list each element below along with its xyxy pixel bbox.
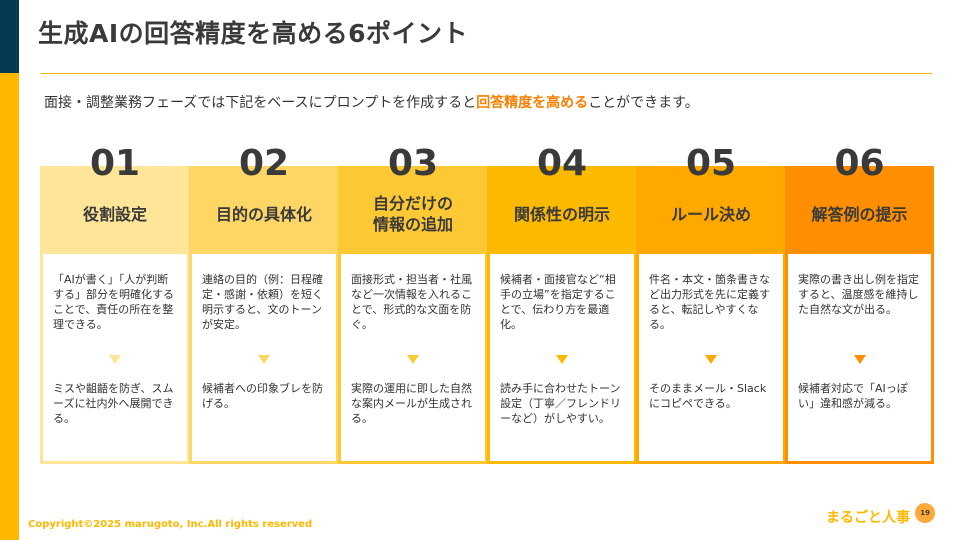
page-number-badge: 19 — [915, 503, 935, 523]
card-header: 自分だけの 情報の追加 — [338, 166, 488, 254]
card-header: 目的の具体化 — [189, 166, 339, 254]
card-description: 候補者・面接官など“相手の立場”を指定することで、伝わり方を最適化。 — [500, 273, 616, 331]
card-header: 役割設定 — [40, 166, 190, 254]
sidebar-accent-top — [0, 0, 19, 73]
card-title: ルール決め — [670, 204, 751, 224]
card-body: 件名・本文・箇条書きなど出力形式を先に定義すると、転記しやすくなる。 そのままメ… — [636, 254, 786, 464]
card-number: 03 — [387, 143, 439, 184]
point-card-06: 解答例の提示 06 実際の書き出し例を指定すると、温度感を維持した自然な文が出る… — [785, 144, 934, 464]
card-body: 候補者・面接官など“相手の立場”を指定することで、伝わり方を最適化。 読み手に合… — [487, 254, 637, 464]
card-title: 自分だけの 情報の追加 — [372, 194, 453, 234]
card-description: 連絡の目的（例：日程確定・感謝・依頼）を短く明示すると、文のトーンが安定。 — [202, 273, 323, 331]
card-header: 解答例の提示 — [785, 166, 934, 254]
card-header: 関係性の明示 — [487, 166, 637, 254]
card-result: 実際の運用に即した自然な案内メールが生成される。 — [351, 382, 472, 425]
card-description: 面接形式・担当者・社風など一次情報を入れることで、形式的な文面を防ぐ。 — [351, 273, 472, 331]
card-number: 01 — [89, 143, 141, 184]
arrow-down-icon — [556, 355, 568, 364]
card-title: 目的の具体化 — [215, 204, 312, 224]
card-description: 実際の書き出し例を指定すると、温度感を維持した自然な文が出る。 — [798, 273, 919, 316]
card-body: 連絡の目的（例：日程確定・感謝・依頼）を短く明示すると、文のトーンが安定。 候補… — [189, 254, 339, 464]
arrow-down-icon — [258, 355, 270, 364]
point-card-05: ルール決め 05 件名・本文・箇条書きなど出力形式を先に定義すると、転記しやすく… — [636, 144, 786, 464]
copyright-text: Copyright©2025 marugoto, Inc.All rights … — [28, 519, 313, 530]
card-number: 04 — [536, 143, 588, 184]
card-title: 関係性の明示 — [513, 204, 610, 224]
lead-text-after: ことができます。 — [588, 95, 699, 111]
title-divider — [41, 73, 932, 74]
point-card-01: 役割設定 01 「AIが書く」「人が判断する」部分を明確化することで、責任の所在… — [40, 144, 190, 464]
card-number: 05 — [685, 143, 737, 184]
card-result: 読み手に合わせたトーン設定（丁寧／フレンドリーなど）がしやすい。 — [500, 382, 621, 425]
point-card-04: 関係性の明示 04 候補者・面接官など“相手の立場”を指定することで、伝わり方を… — [487, 144, 637, 464]
card-result: ミスや齟齬を防ぎ、スムーズに社内外へ展開できる。 — [53, 382, 174, 425]
card-title: 解答例の提示 — [811, 204, 908, 224]
card-number: 06 — [834, 143, 885, 184]
brand-logo: まるごと人事 — [826, 510, 910, 526]
card-header: ルール決め — [636, 166, 786, 254]
arrow-down-icon — [853, 355, 866, 364]
lead-text-highlight: 回答精度を高める — [476, 95, 589, 111]
card-result: 候補者対応で「AIっぽい」違和感が減る。 — [798, 382, 908, 410]
lead-text: 面接・調整業務フェーズでは下記をベースにプロンプトを作成すると回答精度を高めるこ… — [44, 92, 699, 112]
arrow-down-icon — [109, 355, 121, 364]
card-title: 役割設定 — [82, 204, 147, 224]
point-card-02: 目的の具体化 02 連絡の目的（例：日程確定・感謝・依頼）を短く明示すると、文の… — [189, 144, 339, 464]
arrow-down-icon — [705, 355, 717, 364]
card-result: そのままメール・Slackにコピペできる。 — [649, 382, 767, 410]
points-grid: 役割設定 01 「AIが書く」「人が判断する」部分を明確化することで、責任の所在… — [40, 144, 934, 464]
card-description: 件名・本文・箇条書きなど出力形式を先に定義すると、転記しやすくなる。 — [649, 273, 770, 331]
card-result: 候補者への印象ブレを防げる。 — [202, 382, 323, 410]
page-title: 生成AIの回答精度を高める6ポイント — [38, 19, 469, 48]
card-body: 実際の書き出し例を指定すると、温度感を維持した自然な文が出る。 候補者対応で「A… — [785, 254, 934, 464]
card-number: 02 — [238, 143, 290, 184]
sidebar-accent-bottom — [0, 73, 19, 540]
card-description: 「AIが書く」「人が判断する」部分を明確化することで、責任の所在を整理できる。 — [53, 273, 174, 331]
point-card-03: 自分だけの 情報の追加 03 面接形式・担当者・社風など一次情報を入れることで、… — [338, 144, 488, 464]
arrow-down-icon — [407, 355, 419, 364]
card-body: 「AIが書く」「人が判断する」部分を明確化することで、責任の所在を整理できる。 … — [40, 254, 190, 464]
lead-text-before: 面接・調整業務フェーズでは下記をベースにプロンプトを作成すると — [44, 95, 477, 111]
card-body: 面接形式・担当者・社風など一次情報を入れることで、形式的な文面を防ぐ。 実際の運… — [338, 254, 488, 464]
